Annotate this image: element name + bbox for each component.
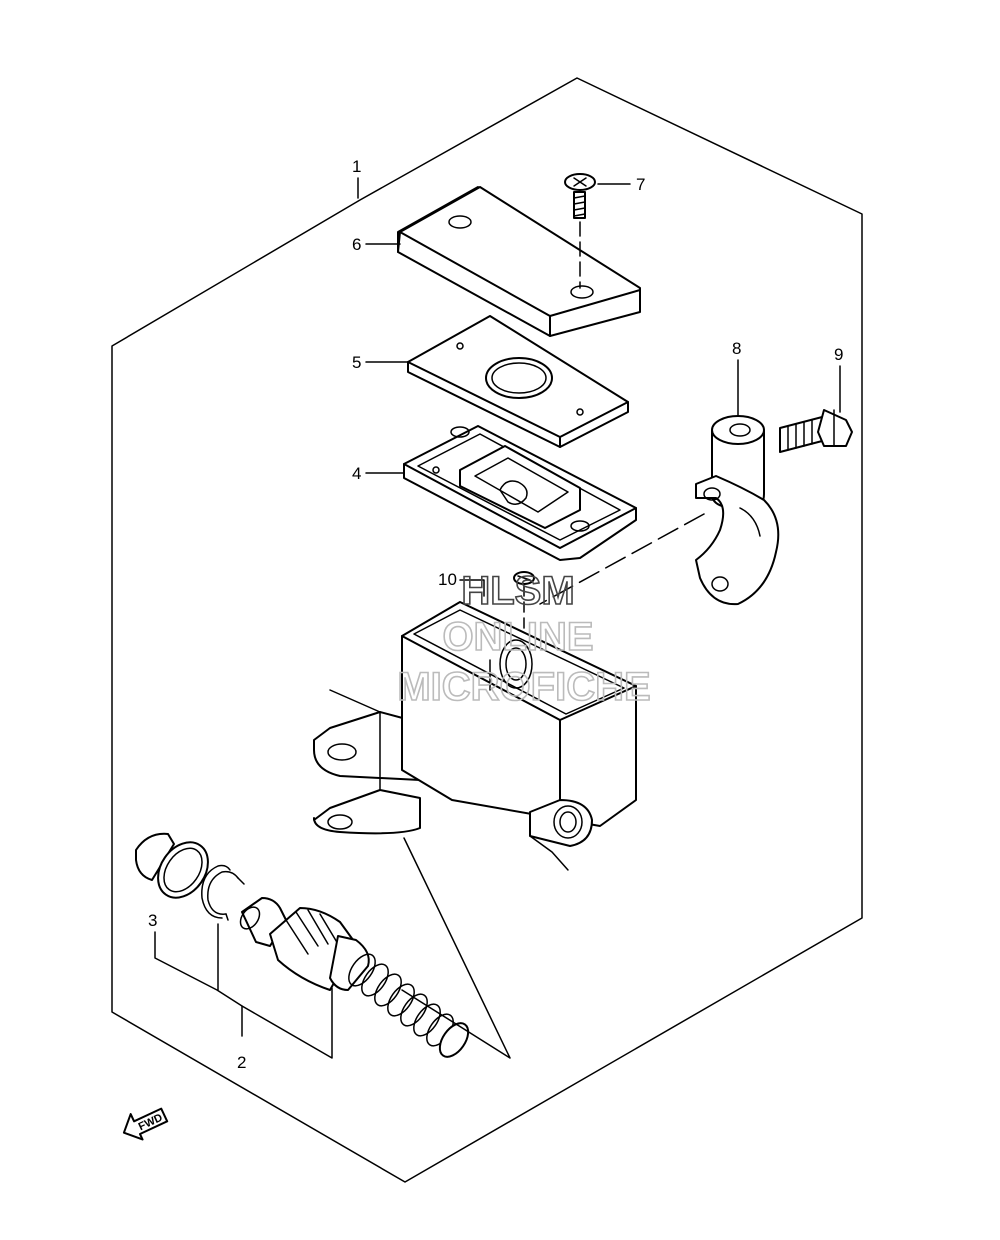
return-spring [348, 953, 470, 1058]
callout-7: 7 [636, 175, 645, 194]
exploded-pointer [401, 837, 511, 1059]
clamp-bolt [779, 409, 853, 453]
reservoir-cap [397, 186, 641, 337]
leader-lines [154, 177, 841, 1059]
forward-arrow-icon: FWD [122, 1107, 169, 1141]
callout-5: 5 [352, 353, 361, 372]
watermark: HLSM ONLINE MICROFICHE [397, 568, 652, 710]
callout-9: 9 [834, 345, 843, 364]
piston-spring-kit [239, 897, 470, 1058]
callout-1: 1 [352, 157, 361, 176]
master-cylinder-body [313, 601, 637, 871]
small-screw [513, 571, 535, 641]
watermark-line-1: HLSM [461, 569, 574, 613]
callout-10: 10 [438, 570, 457, 589]
bolt-axis [539, 513, 705, 605]
watermark-line-2: ONLINE [442, 615, 593, 659]
callout-labels: 1 2 3 4 5 6 7 8 9 10 [148, 157, 843, 1072]
callout-3: 3 [148, 911, 157, 930]
callout-4: 4 [352, 464, 361, 483]
cap-screw [564, 173, 596, 289]
handlebar-clamp [695, 415, 780, 606]
diaphragm-plate [407, 315, 629, 448]
diaphragm [403, 425, 637, 561]
callout-6: 6 [352, 235, 361, 254]
callout-2: 2 [237, 1053, 246, 1072]
assembly-outline [111, 77, 863, 1183]
dust-boot [135, 832, 209, 899]
watermark-line-3: MICROFICHE [397, 665, 650, 709]
callout-8: 8 [732, 339, 741, 358]
circlip [201, 864, 245, 921]
